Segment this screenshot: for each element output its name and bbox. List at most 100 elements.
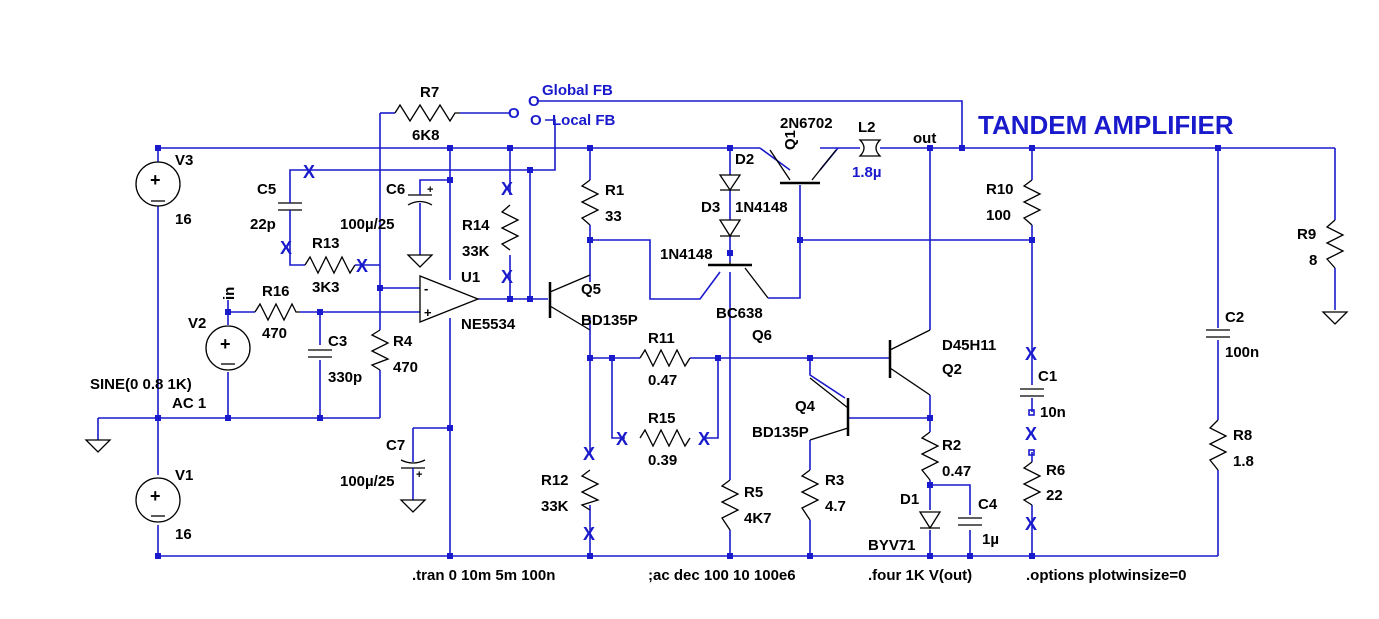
net-in-label: in <box>221 287 238 300</box>
resistors-r12-name-label: R12 <box>541 472 569 489</box>
transistors-q1-name-label: Q1 <box>782 130 799 150</box>
capacitors-c2-name-label: C2 <box>1225 309 1244 326</box>
transistors-q6-name-label: Q6 <box>752 327 772 344</box>
sources-v1-name-label: V1 <box>175 467 193 484</box>
sources-v2-ac-label: AC 1 <box>172 395 206 412</box>
transistors-q1-part-label: 2N6702 <box>780 115 833 132</box>
resistors-r15-name-label: R15 <box>648 410 676 427</box>
marker-label: X <box>501 179 513 199</box>
wires <box>97 100 1336 557</box>
resistors-r4-value-label: 470 <box>393 359 418 376</box>
marker-label: X <box>1025 344 1037 364</box>
marker-label: X <box>1025 424 1037 444</box>
resistors-r5-value-label: 4K7 <box>744 510 772 527</box>
capacitors-c4-value-label: 1µ <box>982 531 999 548</box>
inductor-name-label: L2 <box>858 119 876 136</box>
marker-label: + <box>150 170 161 190</box>
diodes-d1-part-label: BYV71 <box>868 537 916 554</box>
opamp-part-label: NE5534 <box>461 316 516 333</box>
marker-label: + <box>424 305 432 320</box>
opamp-name-label: U1 <box>461 269 480 286</box>
marker-label: X <box>698 429 710 449</box>
capacitors-c7-value-label: 100µ/25 <box>340 473 395 490</box>
sources-v1-value-label: 16 <box>175 526 192 543</box>
r7-symbol <box>394 103 460 123</box>
ground-c6 <box>406 254 434 268</box>
transistors-q4-part-label: BD135P <box>752 424 809 441</box>
resistors-r2-value-label: 0.47 <box>942 463 971 480</box>
options-directive: .options plotwinsize=0 <box>1026 567 1186 584</box>
ground-r9 <box>1321 311 1349 325</box>
ground-left <box>84 439 112 453</box>
net-out-label: out <box>913 130 936 147</box>
local-fb-label: Local FB <box>552 112 616 129</box>
transistors-q4-name-label: Q4 <box>795 398 816 415</box>
marker-label: X <box>501 267 513 287</box>
resistors-r14-name-label: R14 <box>462 217 490 234</box>
v2-source-symbol <box>205 325 251 371</box>
resistors-r7-value-label: 6K8 <box>412 127 440 144</box>
transistors-q2-name-label: Q2 <box>942 361 962 378</box>
capacitors-c3-value-label: 330p <box>328 369 362 386</box>
switch_labels-o-label: O <box>528 93 540 110</box>
resistors-r16-name-label: R16 <box>262 283 290 300</box>
marker-label: + <box>427 184 433 196</box>
unconnected-markers: X X X X X X X X X X X X <box>280 162 1037 544</box>
transistors-q2-part-label: D45H11 <box>942 337 996 354</box>
marker-label: X <box>583 444 595 464</box>
capacitors-c5-name-label: C5 <box>257 181 276 198</box>
capacitors-c6-value-label: 100µ/25 <box>340 216 395 233</box>
capacitors-c7-name-label: C7 <box>386 437 405 454</box>
diodes-d2part-label: 1N4148 <box>660 246 713 263</box>
resistors-r9-name-label: R9 <box>1297 226 1316 243</box>
ac-directive: ;ac dec 100 10 100e6 <box>648 567 796 584</box>
diodes-d3-part-label: 1N4148 <box>735 199 788 216</box>
transistors-q5-name-label: Q5 <box>581 281 601 298</box>
sources-v3-value-label: 16 <box>175 211 192 228</box>
resistors-r8-value-label: 1.8 <box>1233 453 1254 470</box>
resistors-r15-value-label: 0.39 <box>648 452 677 469</box>
resistors-r3-value-label: 4.7 <box>825 498 846 515</box>
resistors-r2-name-label: R2 <box>942 437 961 454</box>
sources-v3-name-label: V3 <box>175 152 193 169</box>
labels: TANDEM AMPLIFIER Global FB Local FB in o… <box>90 82 1317 584</box>
resistors-r11-value-label: 0.47 <box>648 372 677 389</box>
capacitors-c1-name-label: C1 <box>1038 368 1057 385</box>
resistors-r1-name-label: R1 <box>605 182 624 199</box>
sources-v2-name-label: V2 <box>188 315 206 332</box>
global-fb-label: Global FB <box>542 82 613 99</box>
resistors-r12-value-label: 33K <box>541 498 569 515</box>
capacitors-c2-value-label: 100n <box>1225 344 1259 361</box>
ground-c7 <box>399 499 427 513</box>
four-directive: .four 1K V(out) <box>868 567 972 584</box>
transistors-q6-part-label: BC638 <box>716 305 763 322</box>
l2-symbol <box>858 139 882 157</box>
resistors-r6-value-label: 22 <box>1046 487 1063 504</box>
inductor-value-label: 1.8µ <box>852 164 882 181</box>
marker-label: + <box>150 486 161 506</box>
capacitors-c4-name-label: C4 <box>978 496 998 513</box>
marker-label: X <box>583 524 595 544</box>
sources-v2-value-label: SINE(0 0.8 1K) <box>90 376 192 393</box>
page-title: TANDEM AMPLIFIER <box>978 110 1234 140</box>
capacitors-c6-name-label: C6 <box>386 181 405 198</box>
marker-label: + <box>220 334 231 354</box>
capacitors-c1-value-label: 10n <box>1040 404 1066 421</box>
marker-label: - <box>424 281 428 296</box>
resistors-r5-name-label: R5 <box>744 484 763 501</box>
tran-directive: .tran 0 10m 5m 100n <box>412 567 555 584</box>
diodes-d3-name-label: D3 <box>701 199 720 216</box>
switch_labels-o-label: O <box>530 112 542 129</box>
resistors-r11-name-label: R11 <box>648 330 675 347</box>
components: + + + <box>84 93 1349 531</box>
switch_labels-o-label: O <box>508 105 520 122</box>
v1-source-symbol <box>135 477 181 523</box>
diodes-d1-name-label: D1 <box>900 491 919 508</box>
capacitors-c3-name-label: C3 <box>328 333 347 350</box>
resistors-r9-value-label: 8 <box>1309 252 1317 269</box>
resistors-r7-name-label: R7 <box>420 84 439 101</box>
marker-label: X <box>1025 514 1037 534</box>
resistors-r13-value-label: 3K3 <box>312 279 340 296</box>
resistors-r13-name-label: R13 <box>312 235 340 252</box>
